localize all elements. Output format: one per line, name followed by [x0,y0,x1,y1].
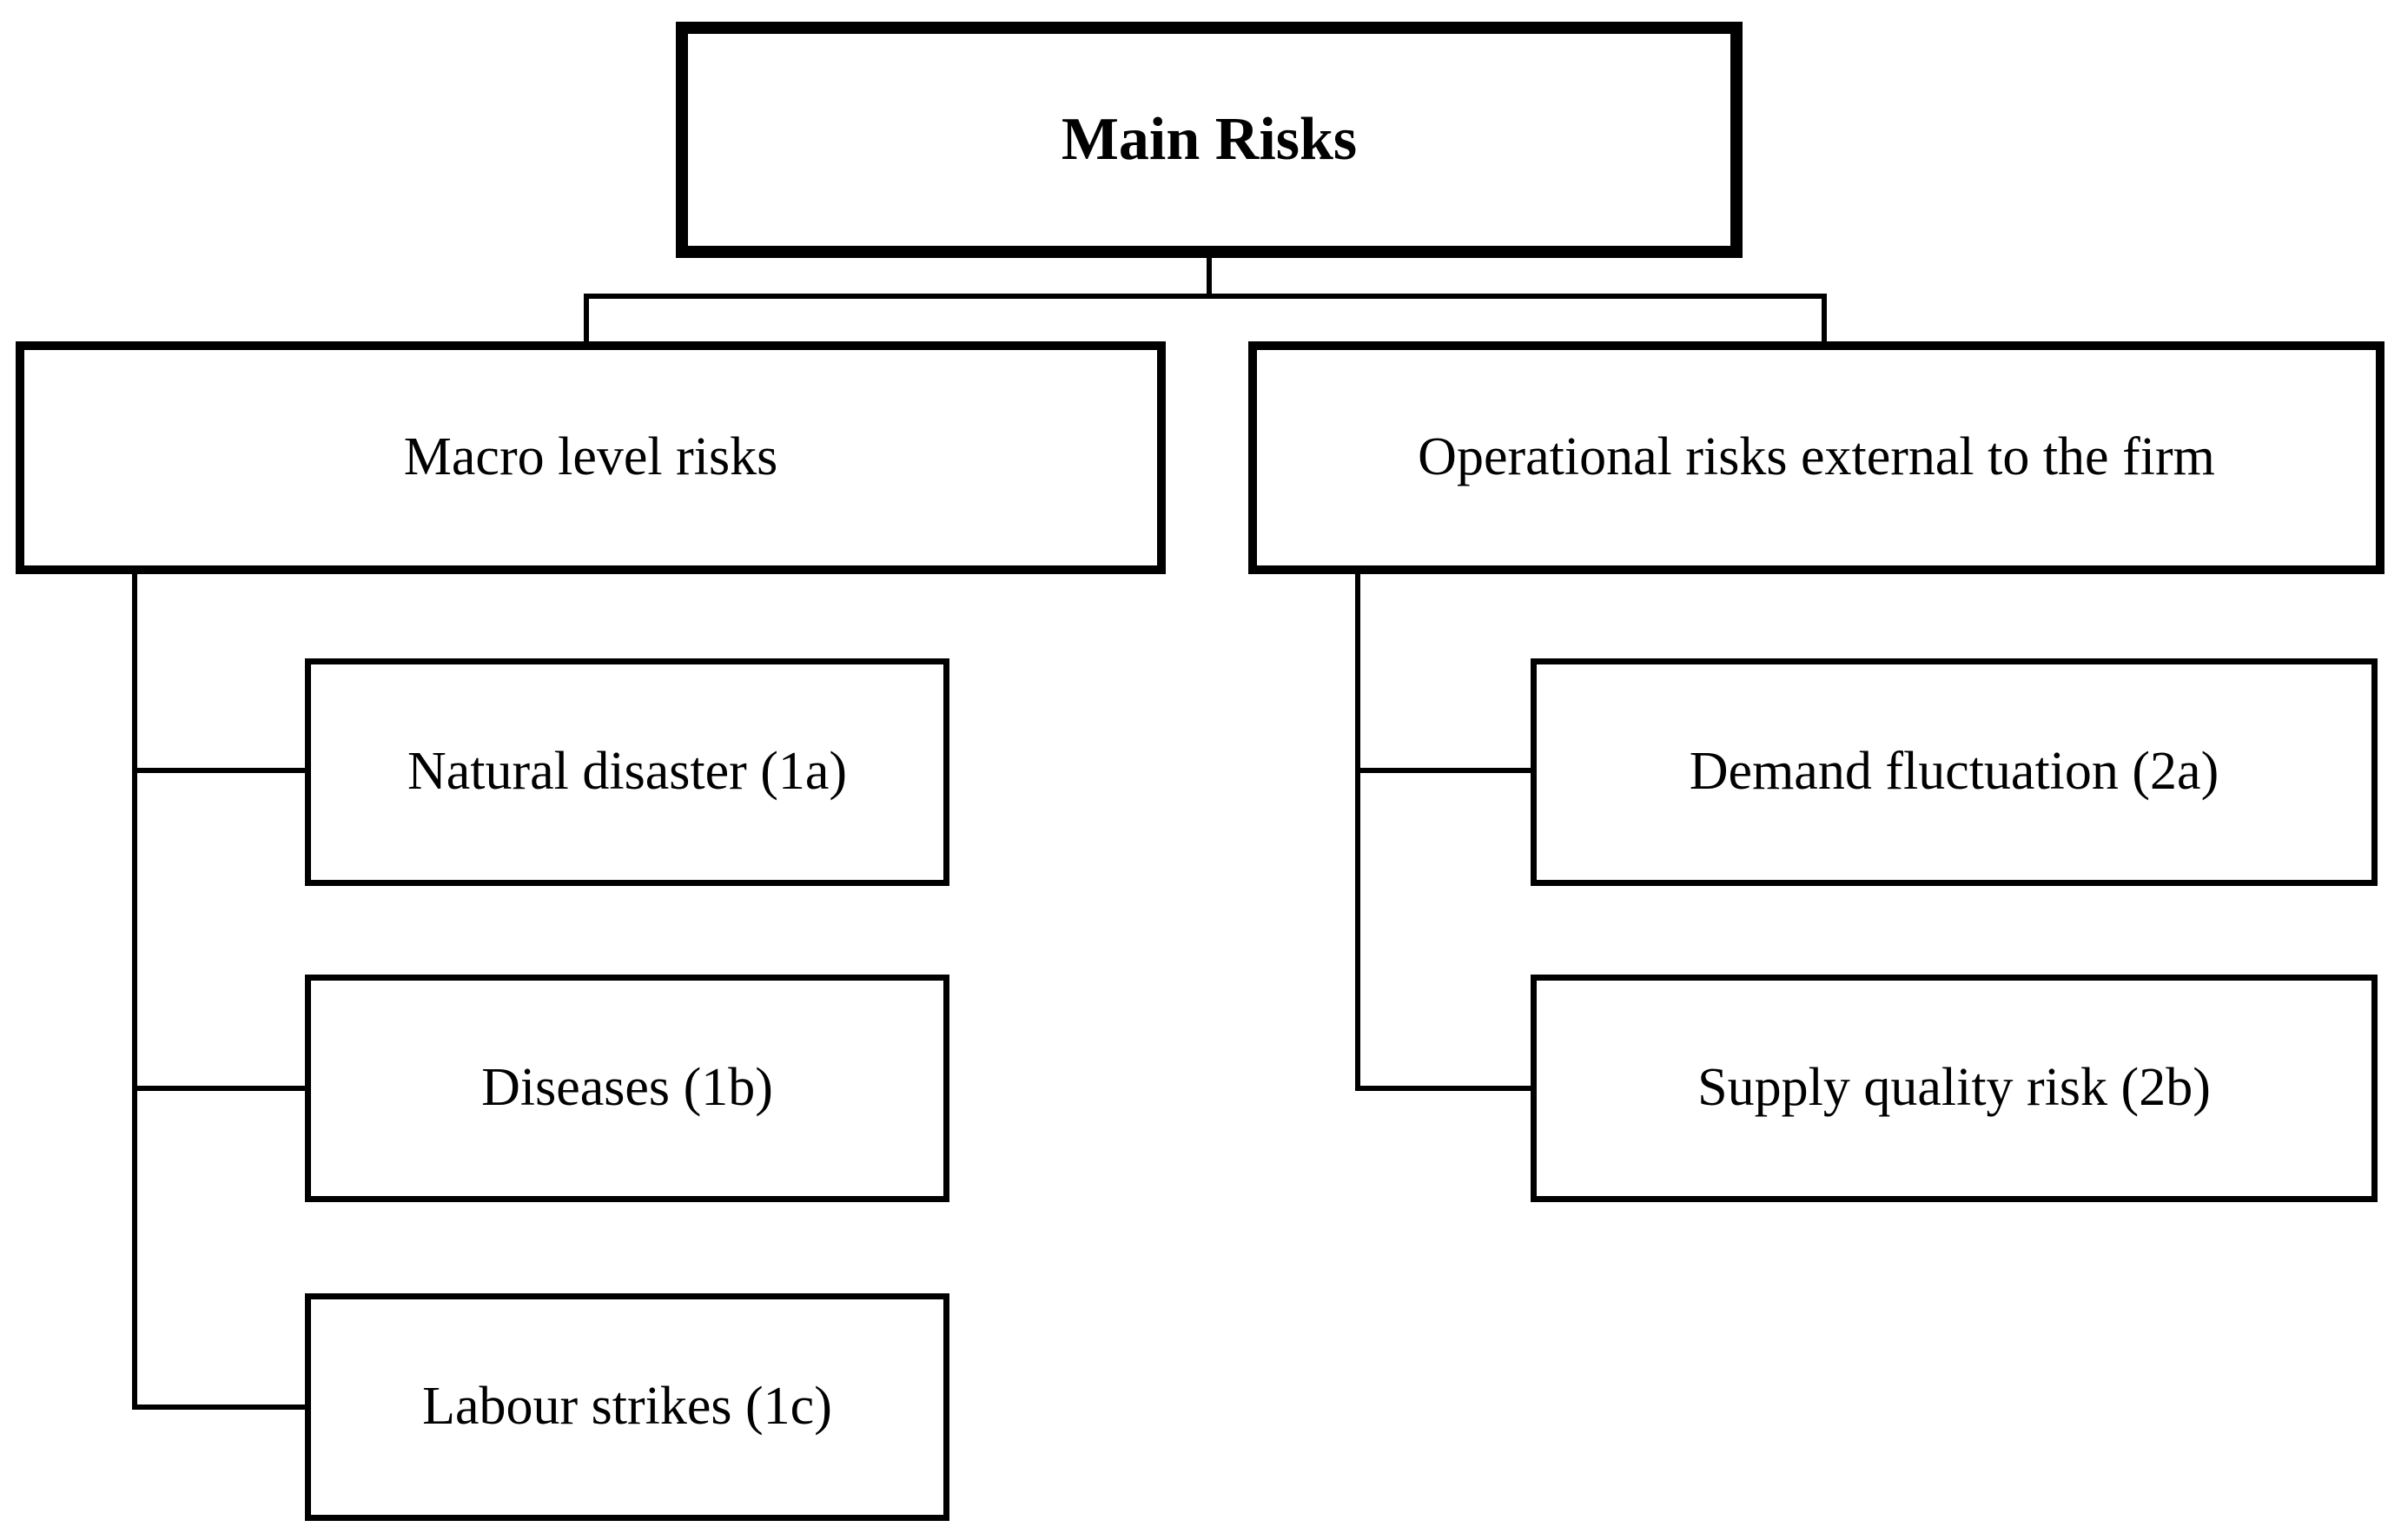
connector-stub-labour-strikes [132,1405,305,1410]
node-demand-fluctuation: Demand fluctuation (2a) [1531,658,2378,886]
connector-trunk-macro [132,574,137,1410]
node-operational-risks-external-label: Operational risks external to the firm [1418,427,2215,487]
connector-root-stem [1207,258,1212,296]
node-macro-level-risks-label: Macro level risks [403,427,778,487]
connector-top-horizontal-bar [584,294,1827,299]
node-diseases: Diseases (1b) [305,975,949,1202]
node-demand-fluctuation-label: Demand fluctuation (2a) [1689,742,2219,802]
connector-trunk-operational [1355,574,1360,1091]
node-supply-quality-risk: Supply quality risk (2b) [1531,975,2378,1202]
node-natural-disaster: Natural disaster (1a) [305,658,949,886]
node-supply-quality-risk-label: Supply quality risk (2b) [1697,1058,2211,1118]
connector-drop-macro [584,294,589,344]
connector-stub-demand-fluctuation [1355,768,1531,773]
connector-drop-operational [1822,294,1827,344]
connector-stub-diseases [132,1086,305,1091]
node-main-risks: Main Risks [676,22,1743,258]
connector-stub-natural-disaster [132,768,305,773]
node-labour-strikes: Labour strikes (1c) [305,1293,949,1521]
node-natural-disaster-label: Natural disaster (1a) [407,742,848,802]
connector-stub-supply-quality [1355,1086,1531,1091]
node-labour-strikes-label: Labour strikes (1c) [422,1377,832,1437]
node-main-risks-label: Main Risks [1061,105,1358,173]
node-diseases-label: Diseases (1b) [481,1058,773,1118]
node-operational-risks-external: Operational risks external to the firm [1248,341,2384,574]
node-macro-level-risks: Macro level risks [16,341,1166,574]
